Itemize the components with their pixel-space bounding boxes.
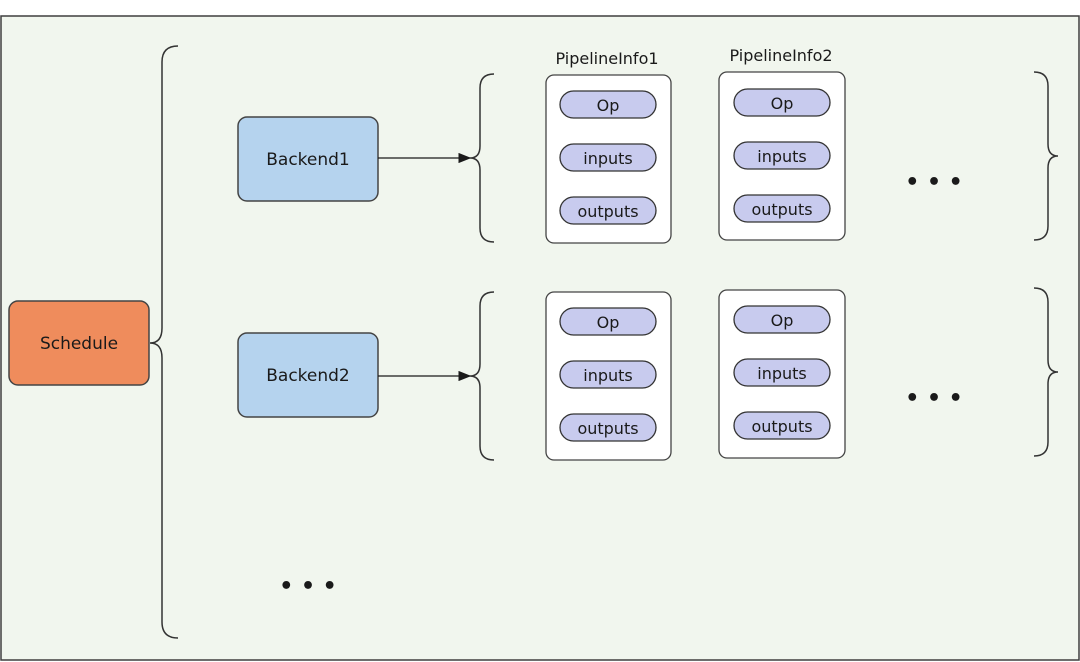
pipeline-title-1-1: PipelineInfo1	[555, 49, 658, 68]
backend-box-1	[237, 116, 379, 202]
pipeline-brace-left-1	[469, 73, 495, 243]
field-pill-outputs	[559, 196, 657, 225]
backend-box-2	[237, 332, 379, 418]
pipeline-brace-left-2	[469, 291, 495, 461]
field-pill-inputs	[559, 143, 657, 172]
pipeline-fields-1-1: Op inputs outputs	[559, 90, 657, 225]
backend-label-2: Backend2	[266, 366, 350, 386]
backend-row-2: Backend2 Op inputs outputs Op inputs out…	[237, 287, 1059, 461]
field-label-inputs: inputs	[757, 147, 807, 166]
field-pill-op	[559, 307, 657, 336]
backend-row-1: Backend1 PipelineInfo1 PipelineInfo2 Op …	[237, 46, 1059, 244]
schedule-box	[8, 300, 150, 386]
more-backends-ellipsis: • • •	[279, 574, 337, 599]
field-pill-inputs	[559, 360, 657, 389]
schedule-node: Schedule	[8, 300, 150, 386]
field-label-op: Op	[771, 311, 794, 330]
field-label-inputs: inputs	[583, 366, 633, 385]
schedule-brace	[149, 45, 179, 639]
field-pill-outputs	[733, 194, 831, 223]
field-label-outputs: outputs	[577, 419, 638, 438]
field-pill-op	[733, 88, 831, 117]
pipeline-fields-2-1: Op inputs outputs	[559, 307, 657, 442]
field-label-op: Op	[597, 313, 620, 332]
field-pill-outputs	[733, 411, 831, 440]
field-pill-inputs	[733, 141, 831, 170]
field-label-outputs: outputs	[751, 200, 812, 219]
more-pipelines-ellipsis-1: • • •	[905, 170, 963, 195]
field-pill-inputs	[733, 358, 831, 387]
field-label-inputs: inputs	[583, 149, 633, 168]
field-pill-outputs	[559, 413, 657, 442]
pipeline-fields-2-2: Op inputs outputs	[733, 305, 831, 440]
pipeline-brace-right-1	[1033, 71, 1059, 241]
schedule-label: Schedule	[40, 334, 118, 354]
field-label-op: Op	[771, 94, 794, 113]
pipeline-title-1-2: PipelineInfo2	[729, 46, 832, 65]
diagram-frame	[0, 15, 1080, 661]
field-label-op: Op	[597, 96, 620, 115]
pipeline-brace-right-2	[1033, 287, 1059, 457]
more-pipelines-ellipsis-2: • • •	[905, 386, 963, 411]
field-pill-op	[559, 90, 657, 119]
backend-label-1: Backend1	[266, 150, 350, 170]
field-label-outputs: outputs	[577, 202, 638, 221]
pipeline-fields-1-2: Op inputs outputs	[733, 88, 831, 223]
field-label-outputs: outputs	[751, 417, 812, 436]
field-pill-op	[733, 305, 831, 334]
field-label-inputs: inputs	[757, 364, 807, 383]
